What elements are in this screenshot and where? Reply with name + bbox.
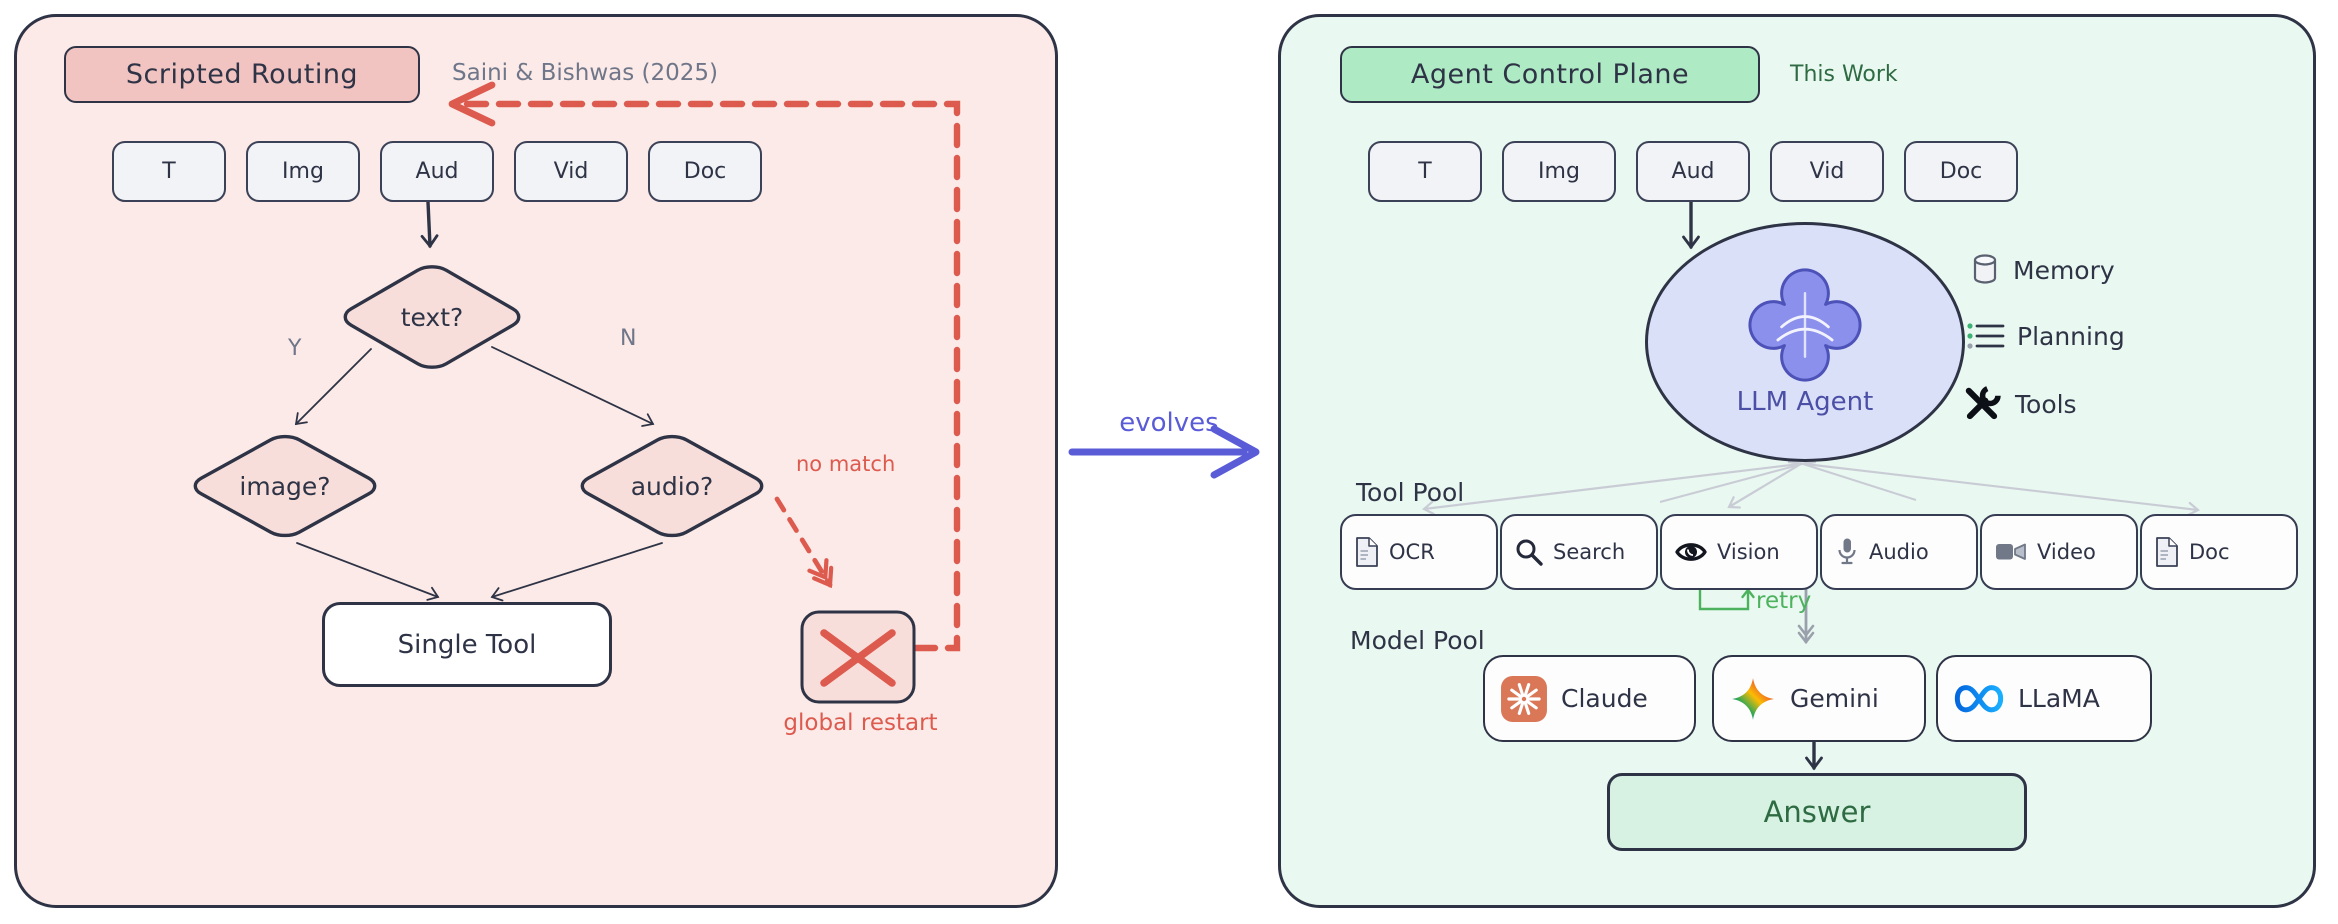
tool-label: OCR xyxy=(1389,540,1435,564)
single-tool-label: Single Tool xyxy=(397,629,537,660)
tool-pool-label: Tool Pool xyxy=(1356,478,1465,507)
capability-memory: Memory xyxy=(1968,252,2115,288)
capability-planning: Planning xyxy=(1966,320,2125,352)
tool-card-ocr: OCR xyxy=(1340,514,1498,590)
agent-control-plane-title-badge: Agent Control Plane xyxy=(1340,46,1760,103)
capability-label: Tools xyxy=(2015,389,2077,419)
model-card-gemini: Gemini xyxy=(1712,655,1926,742)
no-match-label: no match xyxy=(796,452,896,476)
tool-card-search: Search xyxy=(1500,514,1658,590)
model-card-llama: LLaMA xyxy=(1936,655,2152,742)
image-decision-label: image? xyxy=(239,471,331,501)
model-card-claude: Claude xyxy=(1483,655,1696,742)
global-restart-label: global restart xyxy=(783,710,938,736)
input-chip-vid: Vid xyxy=(1770,141,1884,202)
llm-agent-label: LLM Agent xyxy=(1736,387,1874,417)
chip-label: T xyxy=(162,159,176,184)
capability-tools: Tools xyxy=(1960,382,2077,426)
input-chip-t: T xyxy=(112,141,226,202)
memory-icon xyxy=(1968,252,2002,288)
model-label: Claude xyxy=(1561,684,1648,713)
audio-mic-icon xyxy=(1834,536,1860,568)
chip-label: Vid xyxy=(553,159,589,184)
chip-label: Doc xyxy=(683,159,727,184)
left-panel-credit: Saini & Bishwas (2025) xyxy=(452,60,719,86)
claude-logo-icon xyxy=(1500,675,1548,723)
evolves-label: evolves xyxy=(1119,408,1219,438)
tools-icon xyxy=(1960,382,2004,426)
ocr-document-icon xyxy=(1354,536,1380,568)
chip-label: Vid xyxy=(1809,159,1845,184)
right-panel-credit: This Work xyxy=(1790,62,1898,87)
model-label: Gemini xyxy=(1790,684,1879,713)
answer-label: Answer xyxy=(1763,795,1871,829)
right-panel-title: Agent Control Plane xyxy=(1410,59,1690,90)
answer-node: Answer xyxy=(1607,773,2027,851)
scripted-routing-title-badge: Scripted Routing xyxy=(64,46,420,103)
search-icon xyxy=(1514,537,1544,567)
branch-no-label: N xyxy=(620,326,637,351)
left-panel-title: Scripted Routing xyxy=(125,59,359,90)
capability-label: Planning xyxy=(2017,321,2125,351)
planning-icon xyxy=(1966,320,2006,352)
vision-eye-icon xyxy=(1674,537,1708,567)
chip-label: Doc xyxy=(1939,159,1983,184)
single-tool-node: Single Tool xyxy=(322,602,612,687)
capability-label: Memory xyxy=(2013,255,2115,285)
retry-label: retry xyxy=(1756,588,1812,614)
chip-label: Aud xyxy=(1671,159,1715,184)
doc-document-icon xyxy=(2154,536,2180,568)
tool-label: Audio xyxy=(1869,540,1929,564)
input-chip-doc: Doc xyxy=(1904,141,2018,202)
tool-card-vision: Vision xyxy=(1660,514,1818,590)
tool-label: Search xyxy=(1553,540,1626,564)
tool-label: Video xyxy=(2037,540,2096,564)
input-chip-vid: Vid xyxy=(514,141,628,202)
input-chip-img: Img xyxy=(1502,141,1616,202)
chip-label: Img xyxy=(1538,159,1580,184)
model-label: LLaMA xyxy=(2018,684,2100,713)
tool-label: Vision xyxy=(1717,540,1780,564)
audio-decision-label: audio? xyxy=(630,471,714,501)
chip-label: T xyxy=(1418,159,1432,184)
llm-brain-icon xyxy=(1747,267,1863,383)
video-camera-icon xyxy=(1994,539,2028,565)
chip-label: Aud xyxy=(415,159,459,184)
input-chip-doc: Doc xyxy=(648,141,762,202)
input-chip-img: Img xyxy=(246,141,360,202)
input-chip-t: T xyxy=(1368,141,1482,202)
input-chip-aud: Aud xyxy=(380,141,494,202)
gemini-logo-icon xyxy=(1729,675,1777,723)
input-chip-aud: Aud xyxy=(1636,141,1750,202)
llm-agent-node: LLM Agent xyxy=(1645,222,1965,462)
meta-llama-logo-icon xyxy=(1953,680,2005,718)
text-decision-label: text? xyxy=(400,302,464,332)
tool-card-audio: Audio xyxy=(1820,514,1978,590)
tool-card-video: Video xyxy=(1980,514,2138,590)
model-pool-label: Model Pool xyxy=(1350,626,1485,655)
branch-yes-label: Y xyxy=(288,336,302,361)
chip-label: Img xyxy=(282,159,324,184)
tool-card-doc: Doc xyxy=(2140,514,2298,590)
tool-label: Doc xyxy=(2189,540,2230,564)
